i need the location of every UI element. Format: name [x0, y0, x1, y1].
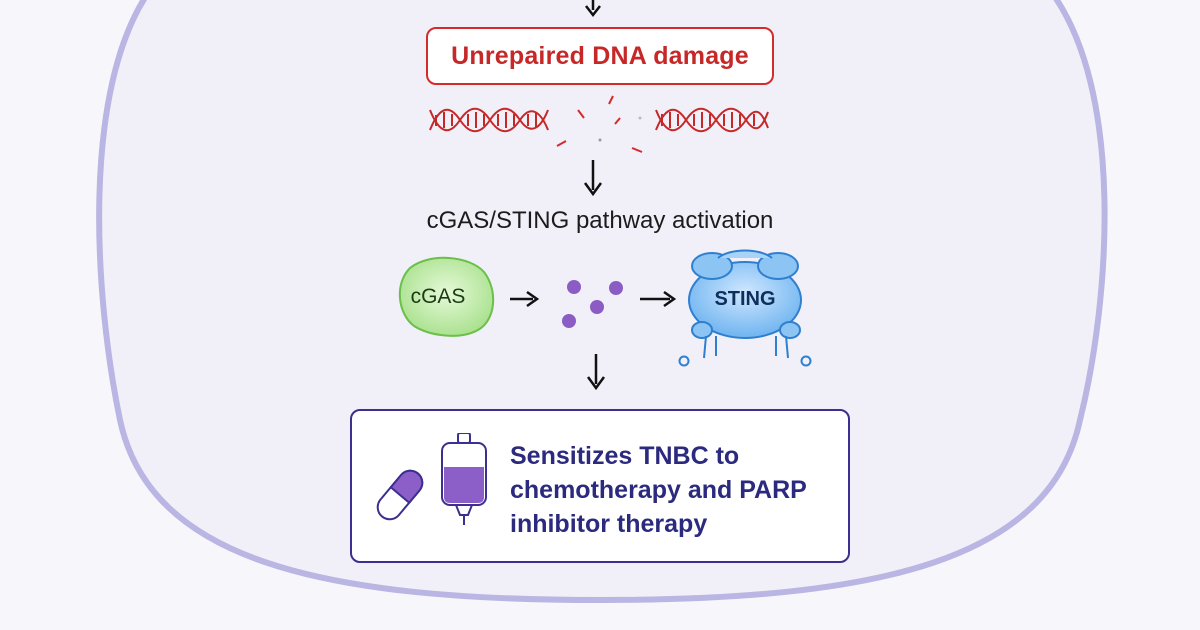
- therapy-icons: [376, 433, 487, 525]
- arrow-right-icon: [510, 290, 540, 308]
- pill-capsule-icon: [376, 469, 424, 521]
- cgas-enzyme-icon: [398, 256, 495, 337]
- arrow-down-icon: [585, 0, 601, 18]
- dna-break-fragments: [556, 95, 643, 153]
- dna-strand-icon: [429, 107, 549, 133]
- dna-damage-box: Unrepaired DNA damage: [426, 27, 774, 85]
- dna-damage-label: Unrepaired DNA damage: [451, 41, 749, 70]
- cgamp-molecule-icon: [562, 280, 623, 328]
- sting-label: STING: [714, 288, 776, 310]
- arrow-down-icon: [583, 160, 603, 197]
- arrow-down-icon: [586, 354, 606, 391]
- therapy-result-box: Sensitizes TNBC to chemotherapy and PARP…: [350, 409, 850, 563]
- iv-bag-icon: [441, 433, 487, 525]
- arrow-right-icon: [640, 290, 677, 308]
- sting-protein-icon: [678, 249, 812, 367]
- cgas-label: cGAS: [410, 285, 466, 308]
- result-line: inhibitor therapy: [510, 510, 708, 538]
- pathway-label: cGAS/STING pathway activation: [426, 207, 774, 234]
- therapy-result-text: Sensitizes TNBC to chemotherapy and PARP…: [510, 439, 840, 541]
- result-line: Sensitizes TNBC to: [510, 442, 740, 470]
- result-line: chemotherapy and PARP: [510, 476, 807, 504]
- dna-strand-icon: [655, 107, 769, 133]
